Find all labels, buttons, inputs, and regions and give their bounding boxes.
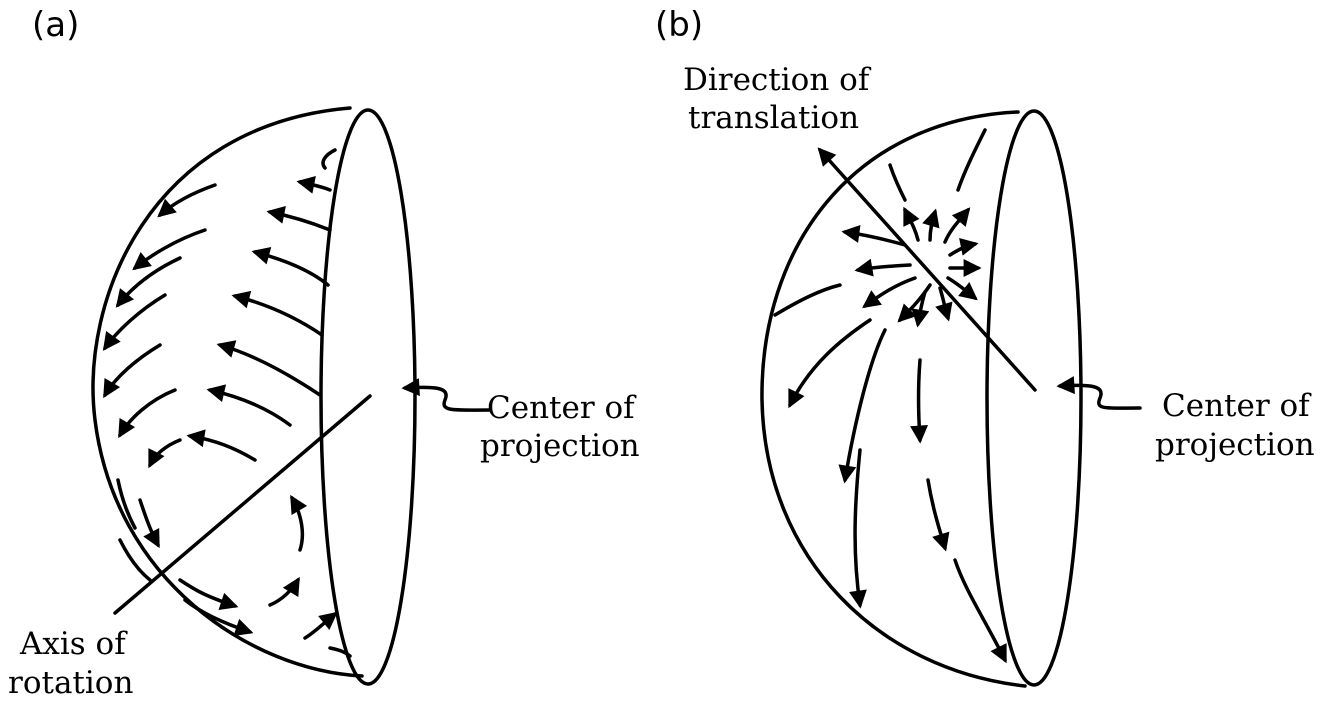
translation-flow-field <box>773 128 1007 664</box>
flow-arrow <box>266 206 332 232</box>
flow-arrow <box>854 258 912 277</box>
hemisphere-b <box>760 109 1083 688</box>
flow-arrow <box>148 438 182 469</box>
flow-arrow <box>849 448 867 609</box>
direction-label-line2: translation <box>688 100 859 136</box>
flow-arrow <box>296 175 332 194</box>
flow-arrow <box>953 558 1007 664</box>
center-label-line1-b: Center of <box>1162 388 1312 424</box>
flow-arrow <box>946 276 978 301</box>
flow-arrow <box>943 207 971 244</box>
axis-label-line2: rotation <box>8 665 133 701</box>
flow-arrow <box>328 646 352 658</box>
center-label-line2-b: projection <box>1155 427 1315 463</box>
rotation-flow-field <box>102 148 352 658</box>
flow-arrow <box>268 576 300 607</box>
center-label-line1-a: Center of <box>487 390 637 426</box>
panel-a: (a) <box>8 5 640 701</box>
flow-arrow <box>948 238 979 257</box>
flow-arrow <box>206 384 292 427</box>
flow-arrow <box>186 429 257 462</box>
flow-arrow <box>251 247 330 287</box>
flow-arrow <box>216 340 322 397</box>
flow-arrow <box>118 538 152 582</box>
flow-arrow <box>118 388 177 439</box>
flow-arrow <box>841 224 907 247</box>
flow-arrow <box>788 318 872 409</box>
flow-arrow <box>922 208 940 242</box>
panel-b-label: (b) <box>655 5 703 45</box>
direction-label-line1: Direction of <box>683 62 872 98</box>
hemisphere-b-outline <box>760 110 1027 688</box>
center-pointer-arrow-b <box>1056 376 1142 410</box>
hemisphere-a-rim <box>319 108 417 686</box>
axis-label-line1: Axis of <box>19 626 128 662</box>
flow-arrow <box>132 228 207 271</box>
rotation-axis-line <box>113 394 372 615</box>
flow-arrow <box>926 478 950 552</box>
hemisphere-a <box>91 106 417 686</box>
flow-arrow <box>303 611 338 640</box>
flow-arrow <box>897 283 932 323</box>
flow-arrow <box>178 578 239 610</box>
flow-arrow <box>183 598 254 636</box>
flow-arrow <box>903 206 920 242</box>
flow-arrow <box>103 343 162 399</box>
flow-arrow <box>138 498 160 549</box>
translation-direction-arrow <box>817 147 1037 392</box>
center-label-line2-a: projection <box>480 428 640 464</box>
flow-arrow <box>102 293 167 351</box>
flow-arrow <box>956 128 987 192</box>
center-pointer-arrow-a <box>401 378 492 412</box>
flow-arrow <box>862 276 917 309</box>
flow-arrow <box>290 494 308 552</box>
flow-arrow <box>838 328 887 484</box>
panel-b: (b) <box>655 5 1315 688</box>
flow-arrow <box>935 286 953 322</box>
panel-a-label: (a) <box>32 5 79 45</box>
flow-arrow <box>231 290 324 337</box>
flow-arrow <box>888 163 907 202</box>
flow-arrow <box>321 148 337 170</box>
flow-arrow <box>157 183 217 218</box>
flow-arrow <box>911 290 930 328</box>
flow-arrow <box>910 358 929 444</box>
hemisphere-a-outline <box>91 106 364 678</box>
flow-arrow <box>115 256 182 308</box>
flow-arrow <box>116 478 137 530</box>
flow-arrow <box>773 283 842 317</box>
hemisphere-b-rim <box>985 109 1083 687</box>
